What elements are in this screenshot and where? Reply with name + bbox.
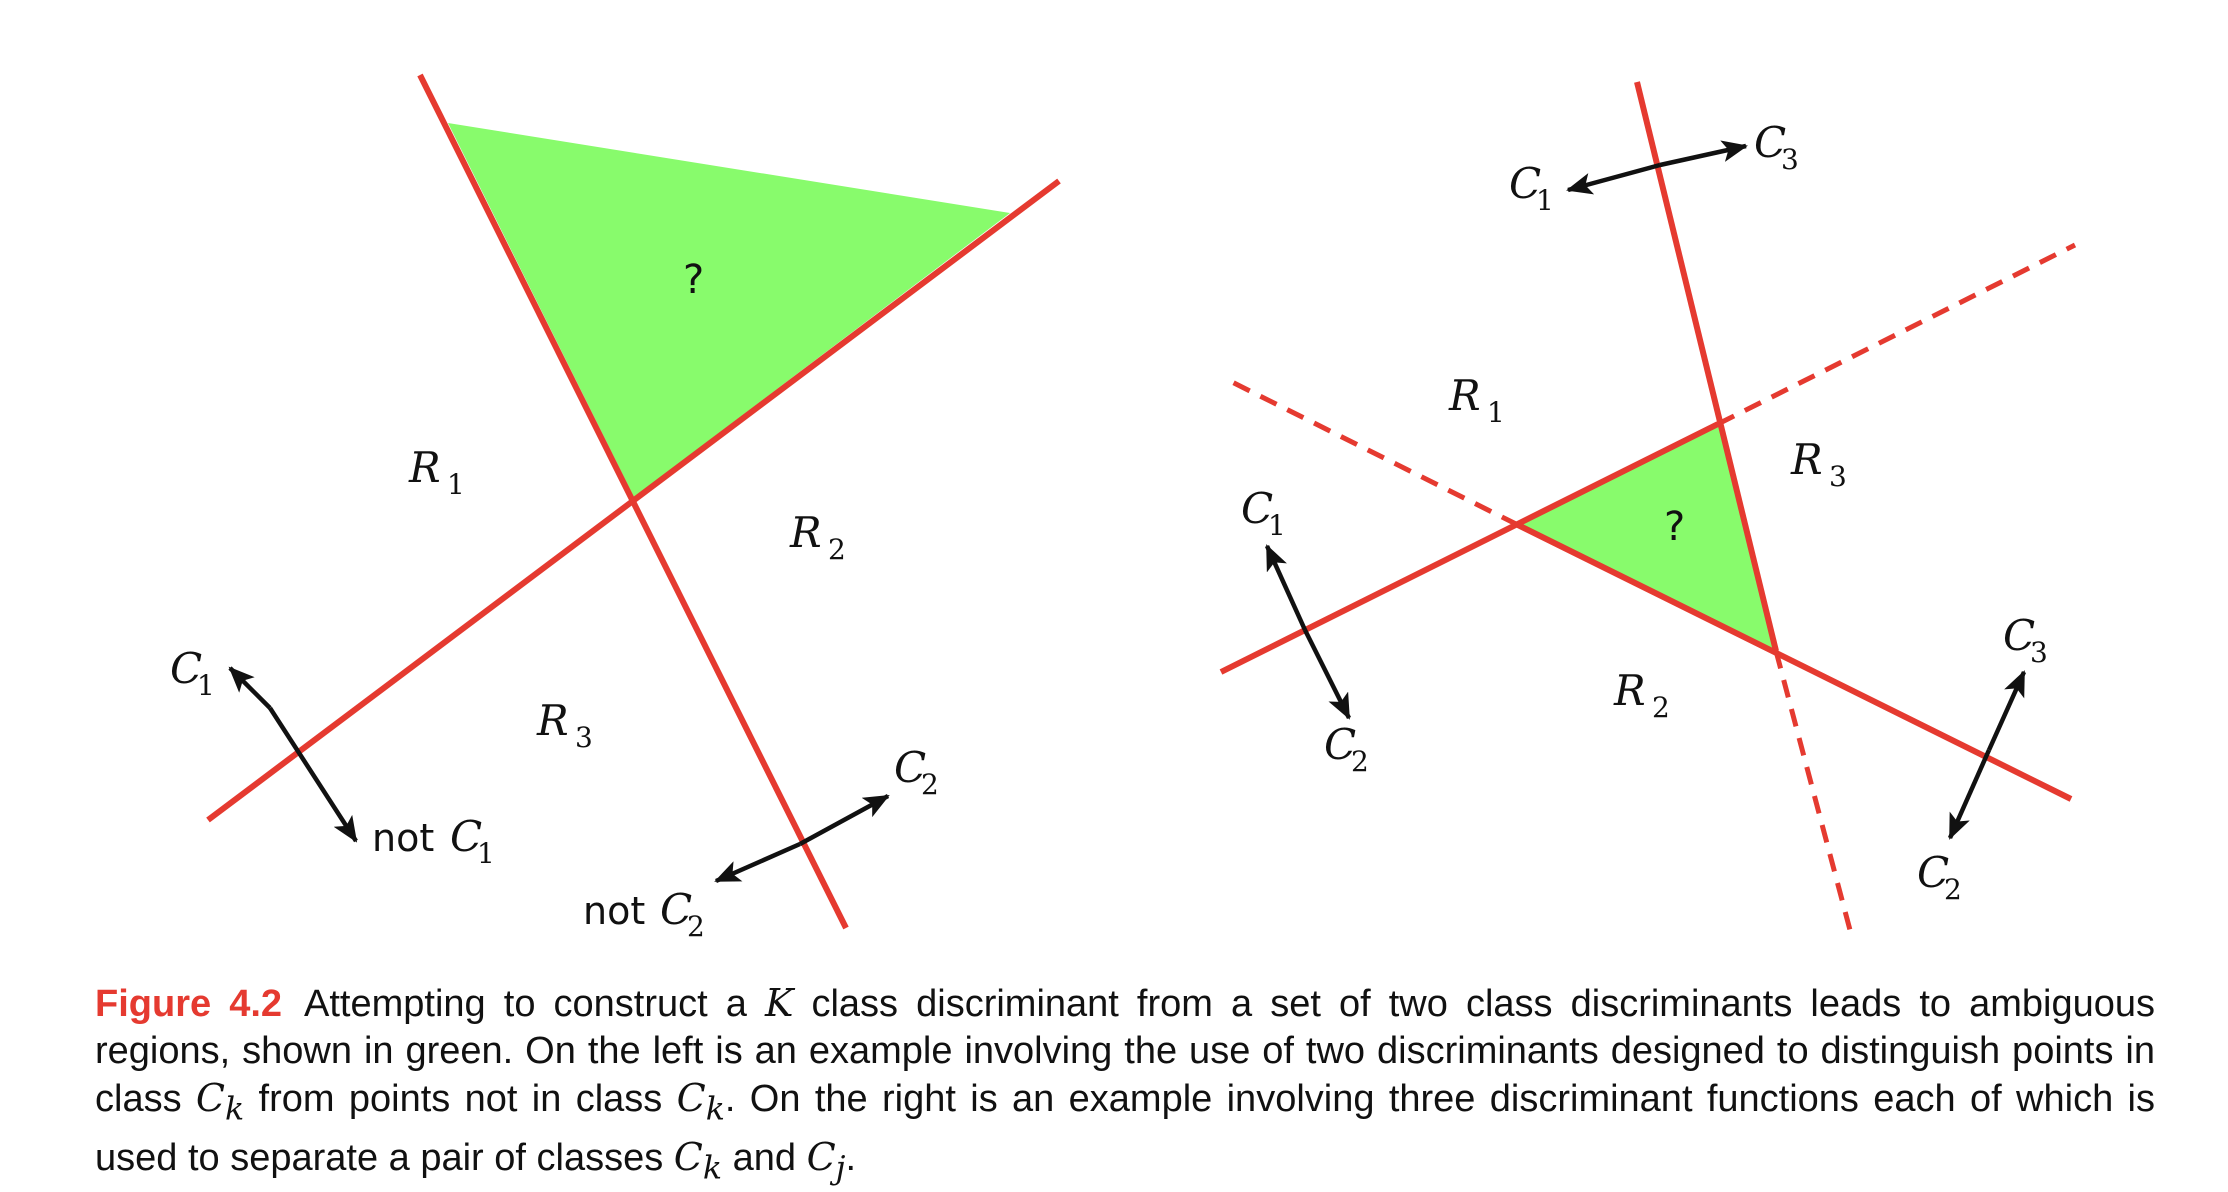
right-arrow-right	[1986, 670, 2027, 751]
caption-math-k-1: k	[225, 1091, 245, 1128]
right-region-r2-label: R 2	[1613, 666, 1670, 724]
right-arrow-right-b	[1947, 749, 1992, 840]
right-boundary-2-dashed	[1716, 242, 2077, 427]
right-boundary-3-dashed	[1226, 377, 1520, 528]
svg-text:2: 2	[1652, 691, 1670, 724]
caption-text-2: class discriminant from a set of two cla…	[95, 983, 2156, 1120]
left-arrow2-top-label: C 2	[894, 743, 939, 801]
svg-text:2: 2	[1351, 745, 1369, 778]
left-arrow-2b	[714, 841, 801, 884]
svg-text:C: C	[1241, 484, 1273, 533]
svg-text:2: 2	[1944, 873, 1962, 906]
svg-text:C: C	[2003, 611, 2035, 660]
svg-text:C: C	[1324, 720, 1356, 769]
left-arrow1-bottom-label: not C 1	[372, 812, 495, 870]
right-arrow-top-left-label: C 1	[1509, 159, 1554, 217]
right-arrow-top-right-label: C 3	[1754, 118, 1799, 176]
svg-text:3: 3	[1829, 460, 1847, 493]
right-region-r3-label: R 3	[1790, 435, 1847, 493]
right-arrow-left-bottom-label: C 2	[1324, 720, 1369, 778]
left-boundary-2	[206, 178, 1061, 823]
svg-text:C: C	[1754, 118, 1786, 167]
caption-math-K: K	[765, 981, 794, 1025]
figure-label: Figure 4.2	[95, 983, 283, 1025]
right-arrow-left	[1264, 544, 1308, 631]
svg-text:1: 1	[1487, 396, 1505, 429]
svg-text:1: 1	[197, 669, 215, 702]
right-ambiguous-region	[1518, 424, 1776, 651]
svg-text:not: not	[583, 889, 645, 933]
svg-text:3: 3	[575, 721, 593, 754]
svg-text:2: 2	[687, 910, 705, 943]
svg-text:1: 1	[447, 468, 465, 501]
caption-math-Ck-3: C	[673, 1134, 703, 1179]
caption-math-Cj: C	[806, 1134, 836, 1179]
caption-math-Ck-1: C	[195, 1076, 225, 1120]
svg-text:1: 1	[1536, 184, 1554, 217]
svg-text:2: 2	[828, 533, 846, 566]
right-boundary-1	[1634, 81, 1779, 652]
svg-text:C: C	[170, 644, 202, 693]
right-boundary-1-dashed	[1773, 650, 1853, 931]
right-arrow-top-b	[1566, 162, 1661, 195]
svg-text:C: C	[894, 743, 926, 792]
svg-text:R: R	[1613, 666, 1646, 715]
svg-text:not: not	[372, 816, 434, 860]
left-arrow2-bottom-label: not C 2	[583, 885, 705, 943]
left-region-r3-label: R 3	[536, 696, 593, 754]
svg-text:C: C	[1917, 848, 1949, 897]
svg-text:C: C	[660, 885, 692, 934]
left-arrow1-top-label: C 1	[170, 644, 215, 702]
caption-math-Ck-2: C	[676, 1076, 706, 1120]
figure-caption: Figure 4.2 Attempting to construct a K cl…	[95, 980, 2155, 1192]
left-ambiguous-region	[448, 123, 1010, 497]
left-region-r2-label: R 2	[789, 508, 846, 566]
svg-text:1: 1	[1268, 509, 1286, 542]
left-panel: ? R 1 R 2 R 3 C 1 not C 1 C 2	[170, 73, 1061, 943]
caption-text-1: Attempting to construct a	[304, 983, 765, 1025]
caption-math-k-2: k	[705, 1091, 725, 1128]
figure-illustration: ? R 1 R 2 R 3 C 1 not C 1 C 2	[170, 73, 2077, 943]
svg-text:R: R	[1790, 435, 1823, 484]
svg-text:C: C	[1509, 159, 1541, 208]
svg-text:R: R	[1448, 371, 1481, 420]
left-arrow-1b	[268, 706, 358, 843]
right-arrow-top	[1659, 140, 1748, 168]
right-arrow-left-top-label: C 1	[1241, 484, 1286, 542]
svg-text:R: R	[408, 443, 441, 492]
right-arrow-left-b	[1302, 628, 1352, 720]
left-ambiguous-mark: ?	[683, 257, 704, 303]
left-region-r1-label: R 1	[408, 443, 465, 501]
svg-text:R: R	[536, 696, 569, 745]
right-panel: ? R 1 R 2 R 3 C 1 C 3 C 1	[1219, 81, 2077, 931]
svg-text:C: C	[450, 812, 482, 861]
caption-text-3: from points not in class	[244, 1078, 677, 1120]
svg-text:1: 1	[477, 837, 495, 870]
caption-text-6: .	[845, 1136, 857, 1179]
caption-text-5: and	[722, 1136, 807, 1179]
left-arrow-2	[798, 794, 890, 846]
right-arrow-right-top-label: C 3	[2003, 611, 2048, 669]
caption-text-4: . On the right is an example involving t…	[95, 1078, 2155, 1179]
caption-math-k-3: k	[702, 1150, 723, 1187]
right-arrow-right-bottom-label: C 2	[1917, 848, 1962, 906]
right-region-r1-label: R 1	[1448, 371, 1505, 429]
left-arrow-1	[228, 666, 272, 710]
svg-text:2: 2	[921, 768, 939, 801]
svg-text:3: 3	[2030, 636, 2048, 669]
right-boundary-3	[1516, 522, 2073, 802]
svg-text:3: 3	[1781, 143, 1799, 176]
svg-text:R: R	[789, 508, 822, 557]
caption-math-j: j	[835, 1150, 846, 1187]
right-ambiguous-mark: ?	[1664, 504, 1685, 550]
